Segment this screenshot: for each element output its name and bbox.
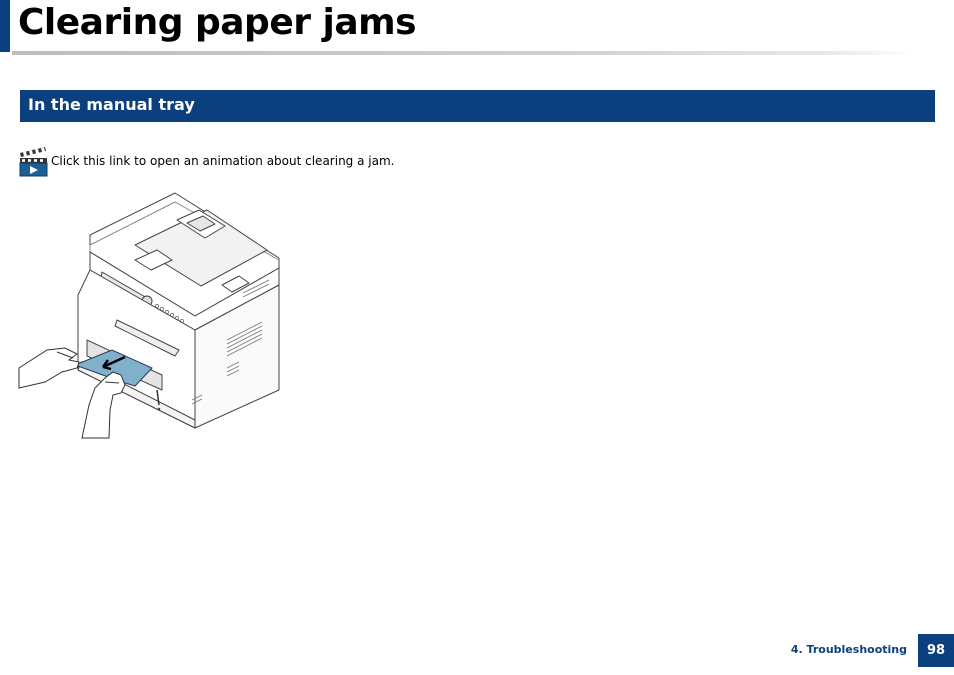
title-accent-bar (0, 0, 10, 52)
page-number-badge: 98 (918, 634, 954, 667)
section-title: In the manual tray (28, 95, 195, 114)
printer-manual-tray-jam-illustration (18, 192, 280, 439)
animation-link[interactable]: Click this link to open an animation abo… (19, 145, 394, 177)
page-title: Clearing paper jams (18, 2, 417, 43)
footer-chapter-label: 4. Troubleshooting (790, 643, 907, 656)
animation-link-text[interactable]: Click this link to open an animation abo… (51, 154, 395, 168)
title-divider (12, 51, 917, 55)
video-clapperboard-icon[interactable] (19, 145, 48, 177)
section-header: In the manual tray (20, 90, 935, 122)
